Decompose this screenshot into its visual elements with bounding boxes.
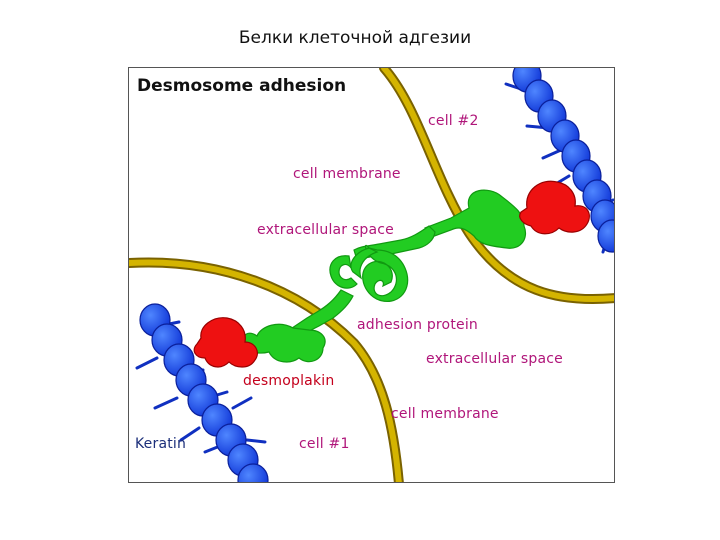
label-extracellular-space-bottom: extracellular space (426, 351, 563, 367)
diagram-heading: Desmosome adhesion (137, 76, 347, 96)
label-cell1: cell #1 (299, 436, 350, 452)
label-cell-membrane-bottom: cell membrane (391, 406, 499, 422)
label-keratin: Keratin (135, 436, 187, 452)
label-extracellular-space-top: extracellular space (257, 222, 394, 238)
keratin-filament-cell1 (135, 303, 269, 482)
desmosome-diagram: Desmosome adhesion cell #2 cell membrane… (128, 67, 615, 483)
slide-title: Белки клеточной адгезии (238, 28, 472, 48)
label-desmoplakin: desmoplakin (243, 373, 335, 389)
label-cell-membrane-top: cell membrane (293, 166, 401, 182)
label-cell2: cell #2 (428, 113, 479, 129)
diagram-graphic (129, 68, 614, 482)
adhesion-protein (243, 189, 527, 363)
label-adhesion-protein: adhesion protein (357, 317, 478, 333)
keratin-filament-cell2 (504, 68, 614, 254)
desmoplakin-cell2 (519, 180, 590, 235)
desmoplakin-cell1 (193, 317, 258, 368)
